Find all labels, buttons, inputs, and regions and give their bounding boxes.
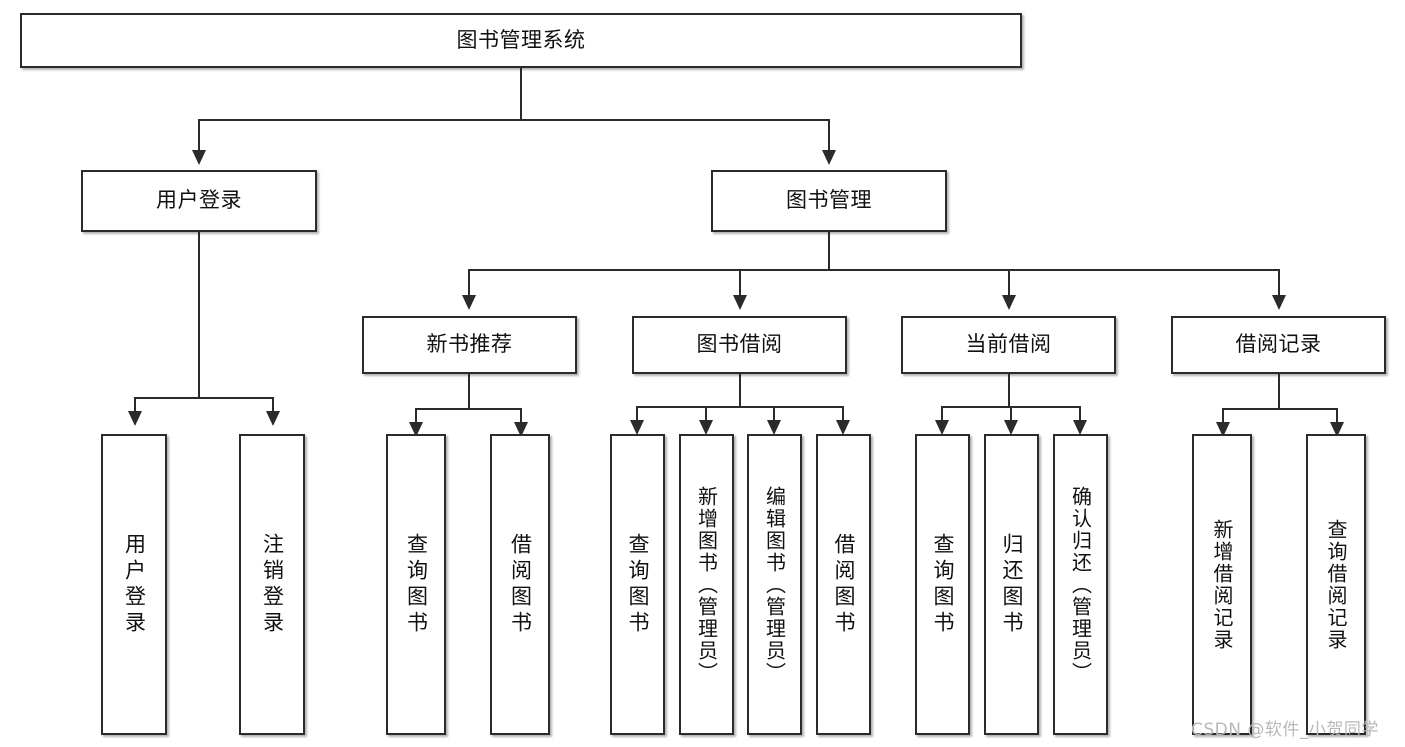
node-label: 查询图书 [404,532,429,637]
connector-bm-to-borrow-record [1278,269,1280,297]
arrow-root-to-user-login [192,150,206,165]
node-label: 注销登录 [260,532,285,637]
node-root-book-management-system[interactable]: 图书管理系统 [20,13,1022,68]
leaf-borrow-book-recommend[interactable]: 借阅图书 [490,434,550,735]
leaf-borrow-book[interactable]: 借阅图书 [816,434,871,735]
arrow-new-book-to-leaf-1 [409,422,423,437]
connector-cb-to-leaf-3 [1079,406,1081,422]
node-label: 查询借阅记录 [1324,518,1348,651]
node-label: 图书管理 [786,188,872,213]
connector-bb-to-leaf-4 [842,406,844,422]
connector-bb-to-leaf-2 [705,406,707,422]
arrow-new-book-to-leaf-2 [514,422,528,437]
node-label: 图书管理系统 [456,27,586,52]
connector-br-to-leaf-1 [1222,408,1224,424]
arrow-bm-to-borrow-record [1272,295,1286,310]
arrow-bm-to-book-borrow [733,295,747,310]
node-label: 新书推荐 [426,332,513,357]
arrow-br-to-leaf-1 [1216,422,1230,437]
leaf-query-book-current[interactable]: 查询图书 [915,434,970,735]
connector-new-book-to-leaf-2 [520,408,522,424]
connector-bb-to-leaf-3 [773,406,775,422]
connector-user-login-bus [134,397,274,399]
connector-borrow-record-bus [1222,408,1338,410]
connector-new-book-stem [468,374,470,409]
arrow-cb-to-leaf-1 [935,420,949,435]
leaf-edit-book-admin[interactable]: 编辑图书（管理员） [747,434,802,735]
connector-borrow-record-stem [1278,374,1280,409]
node-book-borrow[interactable]: 图书借阅 [632,316,847,374]
connector-root-to-book-management [828,119,830,152]
connector-bb-to-leaf-1 [636,406,638,422]
node-label: 归还图书 [1000,532,1024,637]
connector-book-management-bus [468,269,1280,271]
node-label: 借阅记录 [1235,332,1322,357]
arrow-br-to-leaf-2 [1330,422,1344,437]
leaf-query-book-recommend[interactable]: 查询图书 [386,434,446,735]
leaf-return-book[interactable]: 归还图书 [984,434,1039,735]
leaf-user-login[interactable]: 用户登录 [101,434,167,735]
arrow-cb-to-leaf-2 [1004,420,1018,435]
connector-new-book-bus [415,408,522,410]
node-user-login[interactable]: 用户登录 [81,170,317,232]
connector-root-stem [520,68,522,120]
connector-root-bus [198,119,830,121]
arrow-bb-to-leaf-1 [630,420,644,435]
node-label: 借阅图书 [832,532,856,637]
arrow-user-login-to-leaf-2 [266,411,280,426]
arrow-user-login-to-leaf-1 [128,411,142,426]
leaf-confirm-return-admin[interactable]: 确认归还（管理员） [1053,434,1108,735]
node-current-borrow[interactable]: 当前借阅 [901,316,1116,374]
node-label: 新增借阅记录 [1210,518,1234,651]
node-label: 借阅图书 [508,532,533,637]
leaf-query-borrow-record[interactable]: 查询借阅记录 [1306,434,1366,735]
arrow-root-to-book-management [822,150,836,165]
node-new-book-recommend[interactable]: 新书推荐 [362,316,577,374]
connector-root-to-user-login [198,119,200,152]
connector-new-book-to-leaf-1 [415,408,417,424]
arrow-cb-to-leaf-3 [1073,420,1087,435]
arrow-bm-to-current-borrow [1002,295,1016,310]
leaf-logout[interactable]: 注销登录 [239,434,305,735]
leaf-add-borrow-record[interactable]: 新增借阅记录 [1192,434,1252,735]
leaf-add-book-admin[interactable]: 新增图书（管理员） [679,434,734,735]
leaf-query-book-borrow[interactable]: 查询图书 [610,434,665,735]
connector-user-login-stem [198,232,200,398]
connector-book-management-stem [828,232,830,270]
connector-cb-to-leaf-1 [941,406,943,422]
arrow-bb-to-leaf-3 [767,420,781,435]
arrow-bm-to-new-book [462,295,476,310]
connector-bm-to-book-borrow [739,269,741,297]
node-label: 确认归还（管理员） [1068,485,1093,684]
node-label: 图书借阅 [696,332,783,357]
node-label: 新增图书（管理员） [694,485,719,684]
node-label: 编辑图书（管理员） [762,485,787,684]
connector-cb-to-leaf-2 [1010,406,1012,422]
node-label: 查询图书 [626,532,650,637]
node-label: 用户登录 [122,532,147,637]
node-label: 用户登录 [156,188,242,213]
connector-user-login-to-leaf-2 [272,397,274,413]
connector-book-borrow-stem [739,374,741,407]
connector-bm-to-new-book [468,269,470,297]
node-label: 查询图书 [931,532,955,637]
arrow-bb-to-leaf-2 [699,420,713,435]
node-label: 当前借阅 [965,332,1052,357]
arrow-bb-to-leaf-4 [836,420,850,435]
connector-book-borrow-bus [636,406,844,408]
node-book-management[interactable]: 图书管理 [711,170,947,232]
csdn-watermark: CSDN @软件_小贺同学 [1191,720,1379,740]
connector-br-to-leaf-2 [1336,408,1338,424]
connector-bm-to-current-borrow [1008,269,1010,297]
node-borrow-record[interactable]: 借阅记录 [1171,316,1386,374]
connector-user-login-to-leaf-1 [134,397,136,413]
connector-current-borrow-stem [1008,374,1010,407]
